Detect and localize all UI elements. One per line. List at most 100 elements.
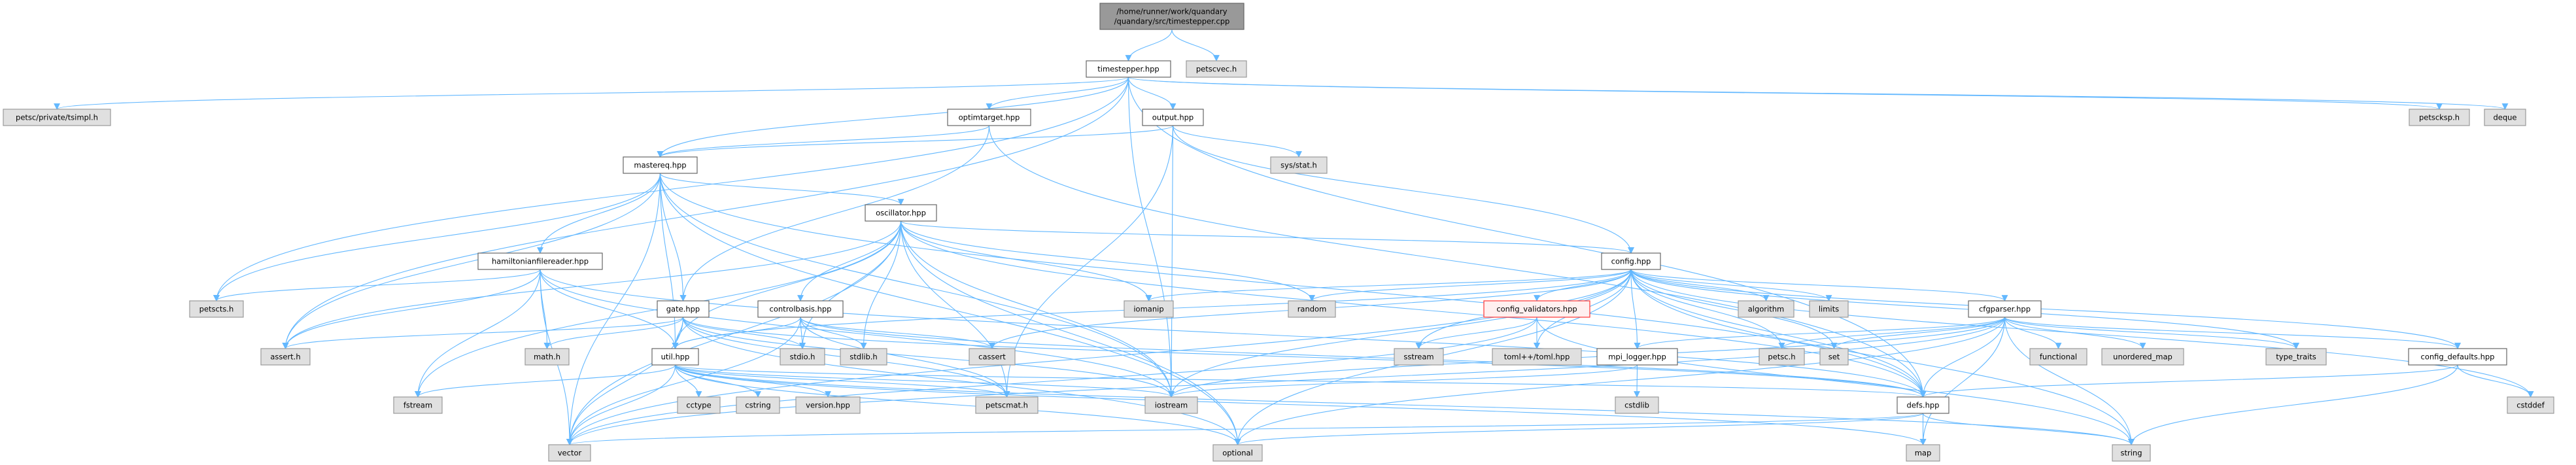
node-output[interactable]: output.hpp: [1142, 109, 1204, 126]
node-version[interactable]: version.hpp: [795, 396, 861, 414]
edge-oscillator-to-controlbasis: [797, 220, 902, 301]
edge-controlbasis-to-vector: [566, 317, 801, 445]
node-stdio[interactable]: stdio.h: [780, 348, 825, 366]
node-label: petscksp.h: [2419, 113, 2460, 122]
edge-util-to-cctype: [674, 364, 702, 398]
node-label: defs.hpp: [1907, 401, 1940, 410]
edge-timestepper-to-optimtarget: [986, 77, 1129, 110]
node-oscillator[interactable]: oscillator.hpp: [865, 204, 937, 222]
node-cstring[interactable]: cstring: [736, 396, 780, 414]
node-cstddef[interactable]: cstddef: [2507, 396, 2554, 414]
node-stdlib[interactable]: stdlib.h: [840, 348, 887, 366]
edge-hamiltonian-to-defs: [540, 269, 1927, 398]
node-fstream[interactable]: fstream: [393, 396, 443, 414]
node-config-defaults[interactable]: config_defaults.hpp: [2408, 348, 2507, 366]
edge-root-to-timestepper: [1125, 29, 1173, 61]
node-config[interactable]: config.hpp: [1601, 252, 1661, 270]
node-map[interactable]: map: [1906, 444, 1940, 462]
edge-config-to-defs: [1630, 269, 1927, 398]
node-optional[interactable]: optional: [1212, 444, 1263, 462]
node-box: [524, 348, 570, 366]
node-util[interactable]: util.hpp: [651, 348, 699, 366]
edge-output-to-petscmat: [1003, 125, 1174, 398]
node-sysstat[interactable]: sys/stat.h: [1270, 156, 1328, 174]
node-label: iomanip: [1133, 305, 1163, 314]
node-algorithm[interactable]: algorithm: [1738, 300, 1795, 318]
edge-defs-to-optional: [1234, 413, 1924, 445]
edge-output-to-sysstat: [1172, 125, 1302, 158]
edge-oscillator-to-config: [900, 220, 1634, 254]
node-config-validators[interactable]: config_validators.hpp: [1483, 300, 1590, 318]
edge-optimtarget-to-mastereq: [657, 125, 990, 158]
node-random[interactable]: random: [1288, 300, 1336, 318]
node-gate[interactable]: gate.hpp: [657, 300, 710, 318]
node-functional[interactable]: functional: [2029, 348, 2087, 366]
node-label: petscvec.h: [1196, 65, 1237, 74]
edge-config_validators-to-sstream: [1415, 317, 1537, 349]
node-label: toml++/toml.hpp: [1504, 353, 1570, 362]
edge-timestepper-to-iostream: [1127, 77, 1175, 398]
node-label: vector: [558, 449, 582, 458]
node-tsimpl[interactable]: petsc/private/tsimpl.h: [3, 109, 111, 126]
node-root[interactable]: /home/runner/work/quandary/quandary/src/…: [1099, 3, 1245, 30]
node-deque[interactable]: deque: [2484, 109, 2526, 126]
edge-util-to-defs: [674, 364, 1926, 398]
node-petscvec[interactable]: petscvec.h: [1186, 60, 1247, 78]
node-petscmat[interactable]: petscmat.h: [975, 396, 1039, 414]
node-mpi-logger[interactable]: mpi_logger.hpp: [1596, 348, 1678, 366]
node-box: [1897, 396, 1949, 414]
edge-oscillator-to-asserth: [282, 220, 902, 349]
node-optimtarget[interactable]: optimtarget.hpp: [947, 109, 1031, 126]
edge-util-to-map: [674, 364, 1927, 445]
node-string[interactable]: string: [2112, 444, 2151, 462]
node-cassert[interactable]: cassert: [969, 348, 1016, 366]
node-sstream[interactable]: sstream: [1394, 348, 1444, 366]
node-box: [2112, 444, 2151, 462]
edge-mpi_logger-to-iostream: [1168, 364, 1638, 398]
node-box: [677, 396, 721, 414]
node-controlbasis[interactable]: controlbasis.hpp: [757, 300, 844, 318]
node-box: [1270, 156, 1328, 174]
node-asserth[interactable]: assert.h: [260, 348, 311, 366]
node-label: optimtarget.hpp: [959, 113, 1020, 122]
edge-mastereq-to-vector: [566, 173, 661, 445]
node-iostream[interactable]: iostream: [1144, 396, 1198, 414]
node-box: [1124, 300, 1174, 318]
node-vector[interactable]: vector: [548, 444, 591, 462]
node-hamiltonian[interactable]: hamiltonianfilereader.hpp: [477, 252, 603, 270]
edge-config_defaults-to-cstddef: [2457, 364, 2534, 398]
edge-root-to-petscvec: [1171, 29, 1220, 61]
node-petscksp[interactable]: petscksp.h: [2409, 109, 2470, 126]
node-box: [1483, 300, 1590, 318]
edge-config-to-config_defaults: [1630, 269, 2461, 349]
edge-hamiltonian-to-asserth: [282, 269, 541, 349]
edge-util-to-version: [674, 364, 831, 398]
node-petscts[interactable]: petscts.h: [189, 300, 244, 318]
edge-gate-to-vector: [566, 317, 684, 445]
edge-mastereq-to-petscts: [213, 173, 661, 301]
node-petsch[interactable]: petsc.h: [1759, 348, 1805, 366]
edge-controlbasis-to-stdlib: [800, 317, 867, 349]
edge-cfgparser-to-set: [1830, 317, 2006, 349]
edge-controlbasis-to-petscmat: [800, 317, 1010, 398]
node-cfgparser[interactable]: cfgparser.hpp: [1968, 300, 2042, 318]
node-mastereq[interactable]: mastereq.hpp: [623, 156, 698, 174]
node-defs[interactable]: defs.hpp: [1897, 396, 1949, 414]
node-limits[interactable]: limits: [1809, 300, 1849, 318]
node-iomanip[interactable]: iomanip: [1124, 300, 1174, 318]
edge-hamiltonian-to-mathh: [540, 269, 551, 349]
node-unordered-map[interactable]: unordered_map: [2101, 348, 2184, 366]
node-set[interactable]: set: [1819, 348, 1849, 366]
edge-timestepper-to-asserth: [282, 77, 1129, 349]
edge-oscillator-to-optional: [900, 220, 1241, 445]
node-box: [2101, 348, 2184, 366]
node-cstdlib[interactable]: cstdlib: [1615, 396, 1659, 414]
node-toml[interactable]: toml++/toml.hpp: [1492, 348, 1582, 366]
node-label: timestepper.hpp: [1097, 65, 1159, 74]
node-type-traits[interactable]: type_traits: [2265, 348, 2327, 366]
node-cctype[interactable]: cctype: [677, 396, 721, 414]
node-timestepper[interactable]: timestepper.hpp: [1086, 60, 1171, 78]
node-label: assert.h: [270, 353, 300, 362]
node-mathh[interactable]: math.h: [524, 348, 570, 366]
node-box: [1968, 300, 2042, 318]
